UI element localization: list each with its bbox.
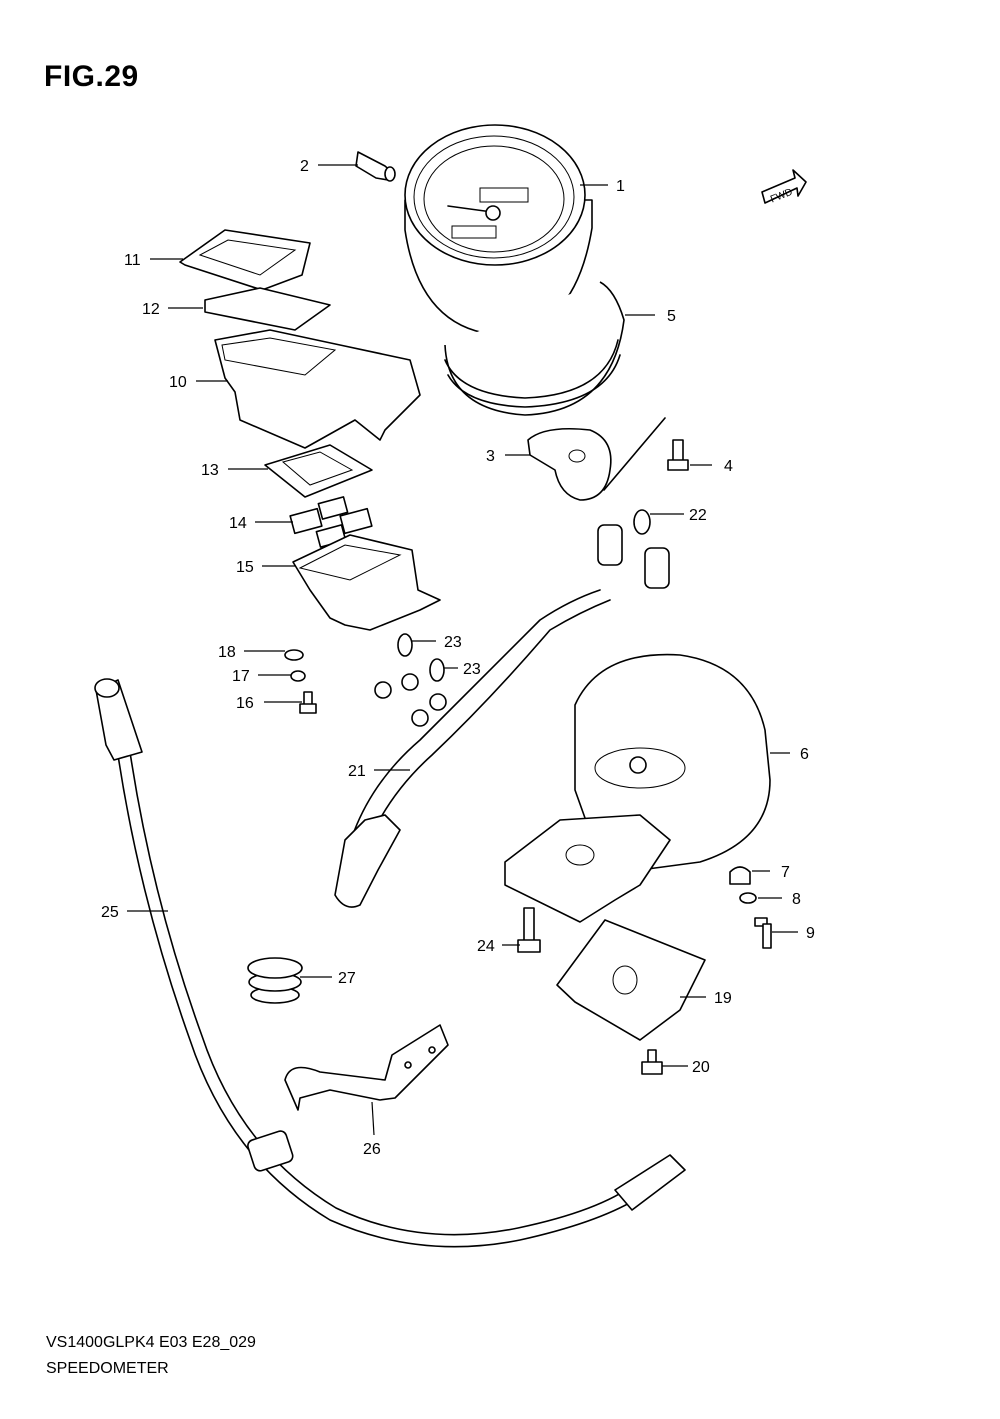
indicator-lens-11 (179, 229, 311, 291)
callout-25: 25 (101, 904, 119, 921)
callout-10: 10 (169, 374, 187, 391)
nut-7 (729, 866, 751, 885)
callout-17: 17 (232, 668, 250, 685)
callout-6: 6 (800, 746, 809, 763)
fwd-arrow-icon: FWD (761, 169, 807, 205)
callout-labels: 1 2 3 4 5 6 7 8 9 10 11 12 13 14 15 16 1… (101, 158, 815, 1158)
leader-lines (127, 164, 798, 1136)
callout-24: 24 (477, 938, 495, 955)
callout-8: 8 (792, 891, 801, 908)
callout-22: 22 (689, 507, 707, 524)
screw-9 (754, 917, 772, 949)
indicator-plate-13 (264, 444, 373, 498)
grommet-27 (247, 957, 303, 1004)
screw-16 (299, 691, 317, 714)
callout-11: 11 (124, 252, 141, 269)
callout-7: 7 (781, 864, 790, 881)
gauge-cup-6 (504, 653, 771, 923)
socket-holder-15 (292, 534, 441, 631)
gauge-ring (444, 281, 625, 416)
callout-21: 21 (348, 763, 366, 780)
callout-1: 1 (616, 178, 625, 195)
bulb-23b (429, 658, 445, 682)
callout-23a: 23 (444, 634, 462, 651)
callout-27: 27 (338, 970, 356, 987)
callout-23b: 23 (463, 661, 481, 678)
washer-18 (284, 649, 304, 661)
callout-4: 4 (724, 458, 733, 475)
callout-13: 13 (201, 462, 219, 479)
figure-title: FIG.29 (44, 60, 139, 93)
bulb-22 (633, 509, 651, 535)
callout-19: 19 (714, 990, 732, 1007)
callout-12: 12 (142, 301, 160, 318)
model-code: VS1400GLPK4 E03 E28_029 (46, 1334, 256, 1351)
speedometer-cable-25 (94, 678, 686, 1248)
callout-15: 15 (236, 559, 254, 576)
wiring-harness-21 (334, 524, 670, 908)
bulb-23a (397, 633, 413, 657)
screw-20 (641, 1049, 663, 1075)
cover-19 (556, 919, 706, 1041)
callout-5: 5 (667, 308, 676, 325)
lens-gasket-12 (204, 287, 331, 331)
callout-9: 9 (806, 925, 815, 942)
gauge-bracket (527, 417, 666, 501)
speedometer-gauge (404, 124, 593, 349)
screw-4 (667, 439, 689, 471)
callout-26: 26 (363, 1141, 381, 1158)
section-name: SPEEDOMETER (46, 1360, 169, 1377)
indicator-socket (355, 151, 396, 182)
callout-14: 14 (229, 515, 247, 532)
callout-2: 2 (300, 158, 309, 175)
callout-16: 16 (236, 695, 254, 712)
bolt-24 (517, 907, 541, 953)
callout-20: 20 (692, 1059, 710, 1076)
callout-3: 3 (486, 448, 495, 465)
callout-18: 18 (218, 644, 236, 661)
clamp-26 (284, 1024, 449, 1111)
washer-17 (290, 670, 306, 682)
washer-8 (739, 892, 757, 904)
indicator-case-10 (214, 329, 421, 449)
